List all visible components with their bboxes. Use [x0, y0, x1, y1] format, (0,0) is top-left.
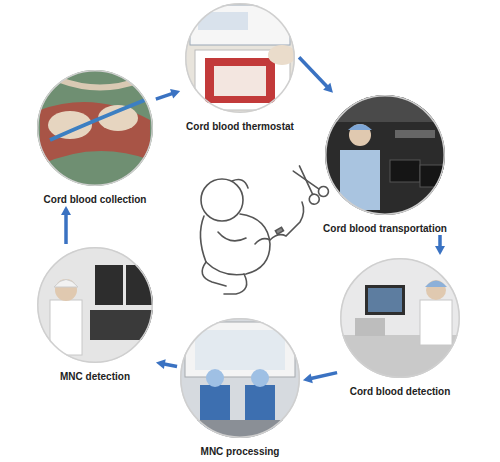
flow-arrow — [156, 359, 177, 369]
arrow-shaft — [156, 93, 174, 99]
node-label-block: MNC detection — [37, 366, 153, 384]
arrow-shaft — [163, 364, 177, 367]
circle-outline — [185, 3, 295, 113]
flow-arrow — [299, 57, 333, 93]
arrow-head — [156, 359, 166, 369]
circle-outline — [37, 247, 153, 363]
photo-circle-node: Cord blood transportation — [320, 95, 450, 232]
node-caption: Cord blood thermostat — [186, 121, 294, 133]
arrow-head — [435, 246, 445, 255]
node-caption: Cord blood detection — [350, 386, 451, 398]
node-caption: MNC detection — [60, 371, 130, 383]
node-caption: Cord blood collection — [44, 194, 147, 206]
mnc-detection-photo — [35, 245, 160, 370]
circle-outline — [37, 70, 153, 186]
circle-border — [341, 259, 459, 377]
arrow-head — [323, 83, 333, 93]
photo-circle-node: MNC processing — [180, 318, 300, 455]
photo-circle-node: Cord blood detection — [340, 258, 460, 395]
node-label-block: Cord blood thermostat — [183, 116, 297, 134]
circle-outline — [325, 95, 445, 215]
flow-arrow — [435, 235, 445, 255]
arrow-head — [170, 89, 180, 98]
node-label-block: Cord blood collection — [37, 189, 153, 207]
detection-photo — [335, 255, 465, 385]
flow-arrow — [156, 89, 180, 99]
arrow-shaft — [64, 213, 68, 244]
node-label-block: Cord blood transportation — [320, 218, 450, 236]
photo-circle-node: MNC detection — [37, 247, 153, 380]
photo-circle-node: Cord blood thermostat — [183, 3, 297, 130]
circle-border — [326, 96, 444, 214]
circle-outline — [340, 258, 460, 378]
arrow-head — [303, 373, 313, 383]
flow-arrow — [61, 206, 71, 244]
node-label-block: Cord blood detection — [340, 381, 460, 399]
arrow-shaft — [299, 57, 328, 88]
node-label-block: MNC processing — [180, 441, 300, 459]
fetus-illustration — [200, 161, 330, 294]
node-caption: Cord blood transportation — [323, 223, 447, 235]
circle-border — [38, 248, 152, 362]
scissors-icon — [288, 161, 331, 206]
circle-border — [186, 4, 294, 112]
thermostat-photo — [180, 0, 300, 115]
processing-photo — [175, 315, 305, 445]
flow-arrow — [303, 373, 337, 384]
collection-photo — [30, 65, 160, 195]
arrow-head — [61, 206, 71, 215]
node-caption: MNC processing — [201, 446, 280, 458]
circle-border — [38, 71, 152, 185]
arrow-shaft — [310, 373, 337, 379]
circle-outline — [180, 318, 300, 438]
circle-border — [181, 319, 299, 437]
photo-circle-node: Cord blood collection — [37, 70, 153, 203]
transportation-photo — [320, 90, 450, 220]
